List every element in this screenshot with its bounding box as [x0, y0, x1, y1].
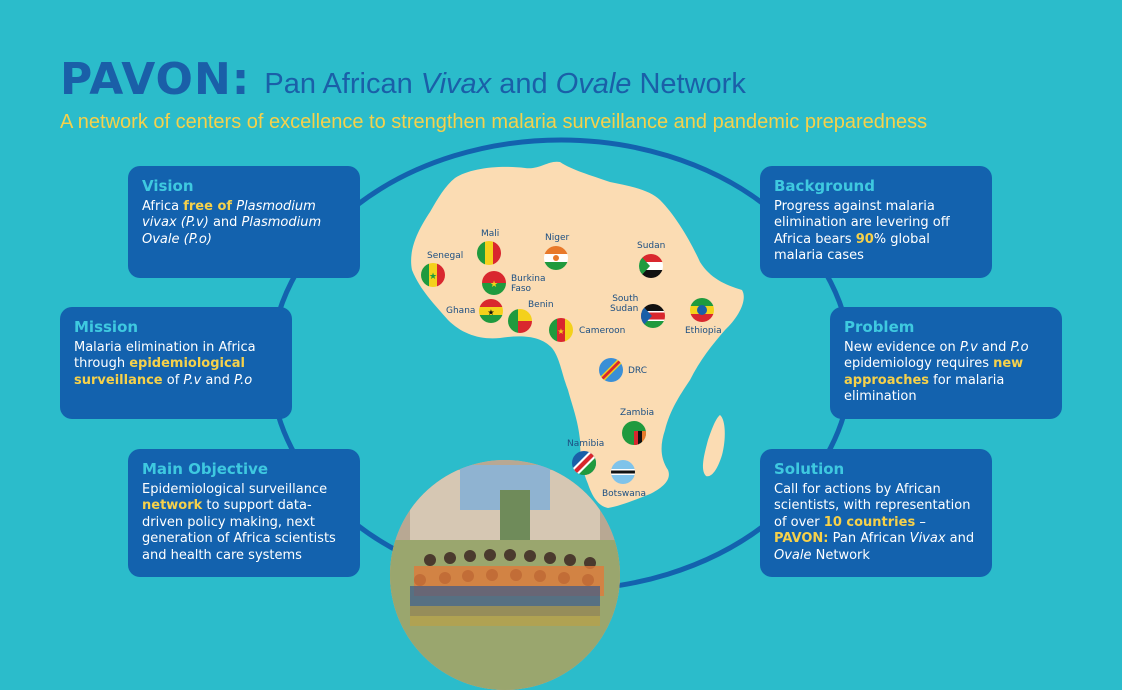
vision-heading: Vision — [142, 177, 194, 195]
solution-heading: Solution — [774, 460, 845, 478]
mission-card: Mission Malaria elimination in Africa th… — [60, 307, 292, 419]
svg-text:★: ★ — [490, 280, 498, 290]
background-card: Background Progress against malaria elim… — [760, 166, 992, 278]
label-mali: Mali — [481, 229, 500, 239]
label-ethiopia: Ethiopia — [685, 326, 722, 336]
sudan-flag-icon — [639, 254, 663, 278]
svg-text:★: ★ — [429, 272, 437, 282]
label-senegal: Senegal — [427, 251, 464, 261]
burkina-faso-flag-icon: ★ — [482, 271, 506, 295]
problem-text: New evidence on P.v and P.o epidemiology… — [844, 339, 1029, 405]
svg-text:★: ★ — [487, 308, 494, 317]
cameroon-flag-icon: ★ — [549, 318, 573, 342]
objective-text: Epidemiological surveillance network to … — [142, 481, 336, 563]
label-cameroon: Cameroon — [579, 326, 626, 336]
objective-heading: Main Objective — [142, 460, 269, 478]
vision-text: Africa free of Plasmodium vivax (P.v) an… — [142, 198, 322, 247]
botswana-flag-icon — [611, 460, 635, 484]
page-title: Pan African Vivax and Ovale Network — [264, 68, 746, 100]
label-namibia: Namibia — [567, 439, 605, 449]
zambia-flag-icon — [622, 421, 646, 445]
group-photo — [390, 460, 620, 690]
background-heading: Background — [774, 177, 875, 195]
pavon-logo: PAVON: — [60, 54, 251, 105]
label-benin: Benin — [528, 300, 554, 310]
niger-flag-icon — [544, 246, 568, 270]
ghana-flag-icon: ★ — [479, 299, 503, 323]
background-text: Progress against malaria elimination are… — [774, 198, 950, 264]
svg-text:★: ★ — [557, 327, 564, 336]
benin-flag-icon — [508, 309, 532, 333]
problem-heading: Problem — [844, 318, 915, 336]
mali-flag-icon — [477, 241, 501, 265]
tagline: A network of centers of excellence to st… — [60, 111, 928, 133]
label-botswana: Botswana — [602, 489, 646, 499]
problem-card: Problem New evidence on P.v and P.o epid… — [830, 307, 1062, 419]
label-niger: Niger — [545, 233, 570, 243]
vision-card: Vision Africa free of Plasmodium vivax (… — [128, 166, 360, 278]
ethiopia-flag-icon — [690, 298, 714, 322]
label-zambia: Zambia — [620, 408, 655, 418]
senegal-flag-icon: ★ — [421, 263, 445, 287]
label-drc: DRC — [628, 366, 648, 376]
mission-text: Malaria elimination in Africa through ep… — [74, 339, 256, 388]
solution-card: Solution Call for actions by African sci… — [760, 449, 992, 577]
mission-heading: Mission — [74, 318, 139, 336]
south-sudan-flag-icon — [641, 304, 665, 328]
label-ghana: Ghana — [446, 306, 476, 316]
solution-text: Call for actions by African scientists, … — [774, 481, 975, 563]
label-sudan: Sudan — [637, 241, 666, 251]
namibia-flag-icon — [572, 451, 596, 475]
drc-flag-icon — [599, 358, 623, 382]
title-row: PAVON: Pan African Vivax and Ovale Netwo… — [60, 58, 746, 102]
objective-card: Main Objective Epidemiological surveilla… — [128, 449, 360, 577]
